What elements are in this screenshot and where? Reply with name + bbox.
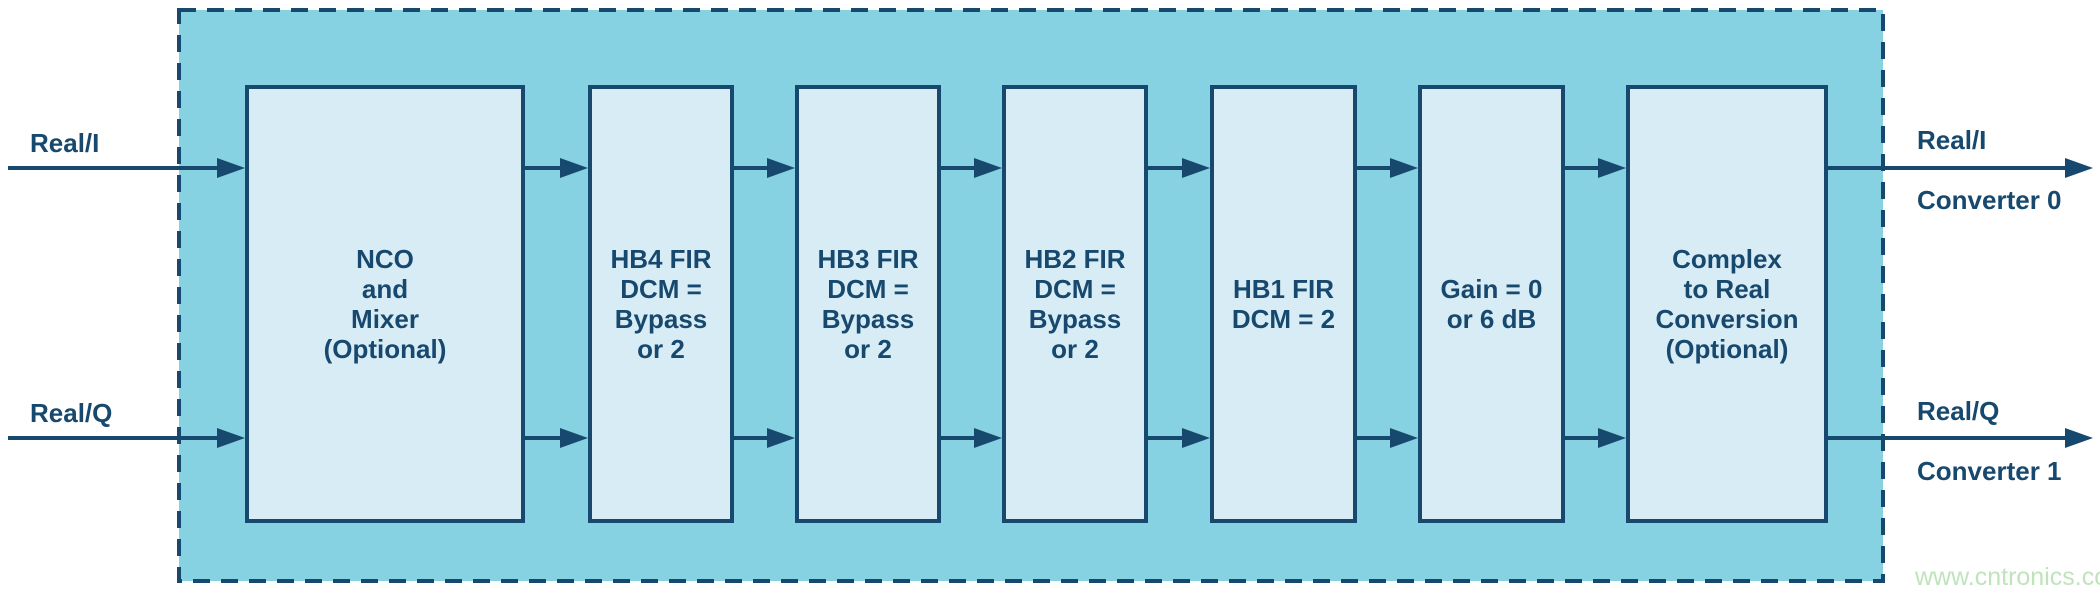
arrow-hb3-to-hb2-top (941, 166, 974, 170)
arrow-hb2-to-hb1-top (1148, 166, 1182, 170)
arrow-hb1-to-gain-bottom (1357, 436, 1390, 440)
arrow-hb4-to-hb3-bottom (734, 436, 767, 440)
arrow-hb2-to-hb1-bottom (1148, 436, 1182, 440)
output-label-converter-1: Converter 1 (1917, 456, 2062, 486)
arrow-hb3-to-hb2-bottom (941, 436, 974, 440)
input-label-real-i: Real/I (30, 128, 100, 158)
watermark-text: www.cntronics.com (1915, 563, 2100, 591)
arrow-gain-to-complex-bottom (1565, 436, 1598, 440)
block-hb4-fir: HB4 FIR DCM = Bypass or 2 (588, 85, 734, 523)
input-label-real-q: Real/Q (30, 398, 113, 428)
block-hb3-fir: HB3 FIR DCM = Bypass or 2 (795, 85, 941, 523)
arrow-output-real-q (1828, 436, 2065, 440)
block-gain: Gain = 0 or 6 dB (1418, 85, 1565, 523)
output-label-real-i: Real/I (1917, 125, 1987, 155)
arrow-nco-to-hb4-top (525, 166, 560, 170)
block-nco-mixer: NCO and Mixer (Optional) (245, 85, 525, 523)
arrow-hb1-to-gain-top (1357, 166, 1390, 170)
block-hb2-fir: HB2 FIR DCM = Bypass or 2 (1002, 85, 1148, 523)
block-hb1-fir: HB1 FIR DCM = 2 (1210, 85, 1357, 523)
arrow-hb4-to-hb3-top (734, 166, 767, 170)
arrow-gain-to-complex-top (1565, 166, 1598, 170)
arrow-input-real-i (8, 166, 217, 170)
block-complex-to-real: Complex to Real Conversion (Optional) (1626, 85, 1828, 523)
arrow-nco-to-hb4-bottom (525, 436, 560, 440)
output-label-converter-0: Converter 0 (1917, 185, 2062, 215)
arrow-input-real-q (8, 436, 217, 440)
arrow-output-real-i (1828, 166, 2065, 170)
output-label-real-q: Real/Q (1917, 396, 2000, 426)
